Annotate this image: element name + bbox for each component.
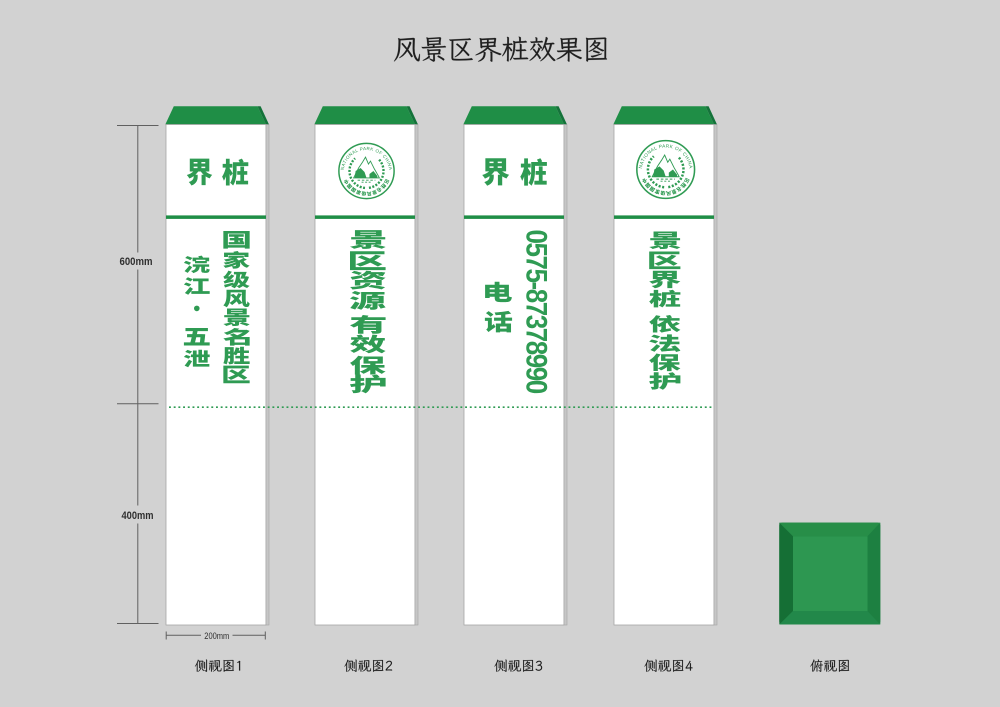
svg-text:200mm: 200mm bbox=[204, 631, 229, 641]
svg-text:600mm: 600mm bbox=[120, 256, 153, 268]
svg-text:0575-87378990: 0575-87378990 bbox=[520, 230, 553, 394]
svg-text:400mm: 400mm bbox=[122, 510, 154, 522]
